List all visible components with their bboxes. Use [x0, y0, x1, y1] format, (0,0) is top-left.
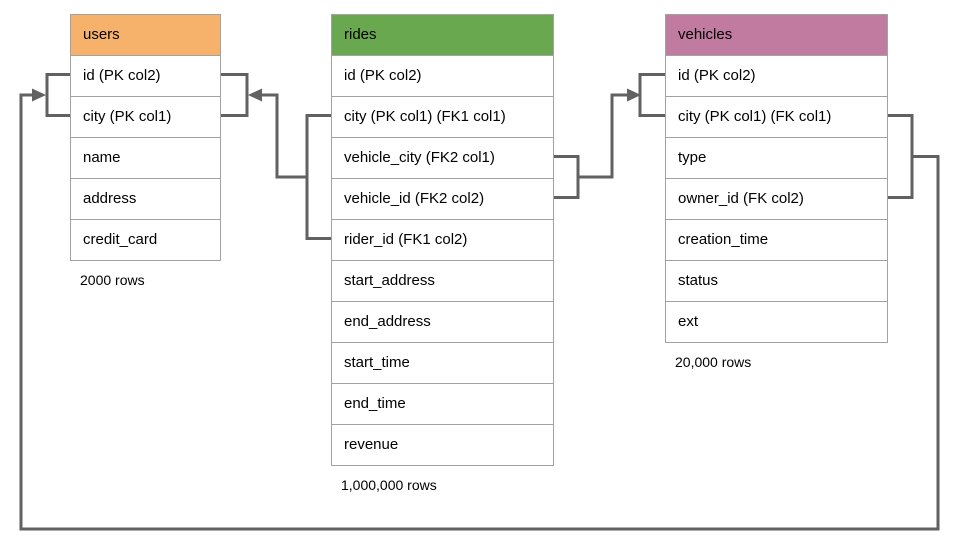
column-row: id (PK col2)	[71, 55, 220, 96]
connector-line	[262, 93, 307, 179]
column-row: status	[666, 260, 887, 301]
column-row: address	[71, 178, 220, 219]
vehicles-fk-bracket	[888, 114, 914, 199]
column-row: city (PK col1)	[71, 96, 220, 137]
column-row: name	[71, 137, 220, 178]
table-rides-header: rides	[332, 15, 553, 55]
column-row: city (PK col1) (FK col1)	[666, 96, 887, 137]
table-users-header: users	[71, 15, 220, 55]
table-rides-rowcount: 1,000,000 rows	[341, 477, 437, 493]
table-vehicles-columns: id (PK col2)city (PK col1) (FK col1)type…	[666, 55, 887, 342]
table-vehicles-box: vehicles id (PK col2)city (PK col1) (FK …	[665, 14, 888, 343]
connector-line	[578, 93, 627, 179]
users-pk-bracket	[221, 73, 249, 117]
column-row: id (PK col2)	[332, 55, 553, 96]
rides-fk2-bracket	[554, 155, 580, 199]
arrow-left-icon	[248, 88, 262, 102]
column-row: ext	[666, 301, 887, 342]
column-row: city (PK col1) (FK1 col1)	[332, 96, 553, 137]
rides-fk1-bracket	[305, 114, 331, 240]
arrow-right-icon	[32, 88, 46, 102]
column-row: id (PK col2)	[666, 55, 887, 96]
table-rides: rides id (PK col2)city (PK col1) (FK1 co…	[331, 14, 554, 493]
column-row: revenue	[332, 424, 553, 465]
connector-rides-fk2-to-vehicles	[554, 73, 665, 199]
table-rides-box: rides id (PK col2)city (PK col1) (FK1 co…	[331, 14, 554, 466]
table-users-rowcount: 2000 rows	[80, 272, 145, 288]
table-vehicles-rowcount: 20,000 rows	[675, 354, 752, 370]
column-row: vehicle_id (FK2 col2)	[332, 178, 553, 219]
column-row: end_address	[332, 301, 553, 342]
column-row: creation_time	[666, 219, 887, 260]
column-row: rider_id (FK1 col2)	[332, 219, 553, 260]
column-row: owner_id (FK col2)	[666, 178, 887, 219]
table-vehicles-header: vehicles	[666, 15, 887, 55]
users-pk-bracket	[45, 73, 70, 117]
vehicles-pk-bracket	[638, 73, 665, 117]
column-row: end_time	[332, 383, 553, 424]
arrow-right-icon	[627, 88, 641, 102]
column-row: start_address	[332, 260, 553, 301]
connector-rides-fk1-to-users	[221, 73, 331, 240]
table-rides-columns: id (PK col2)city (PK col1) (FK1 col1)veh…	[332, 55, 553, 465]
column-row: type	[666, 137, 887, 178]
column-row: vehicle_city (FK2 col1)	[332, 137, 553, 178]
column-row: credit_card	[71, 219, 220, 260]
table-vehicles: vehicles id (PK col2)city (PK col1) (FK …	[665, 14, 888, 370]
column-row: start_time	[332, 342, 553, 383]
